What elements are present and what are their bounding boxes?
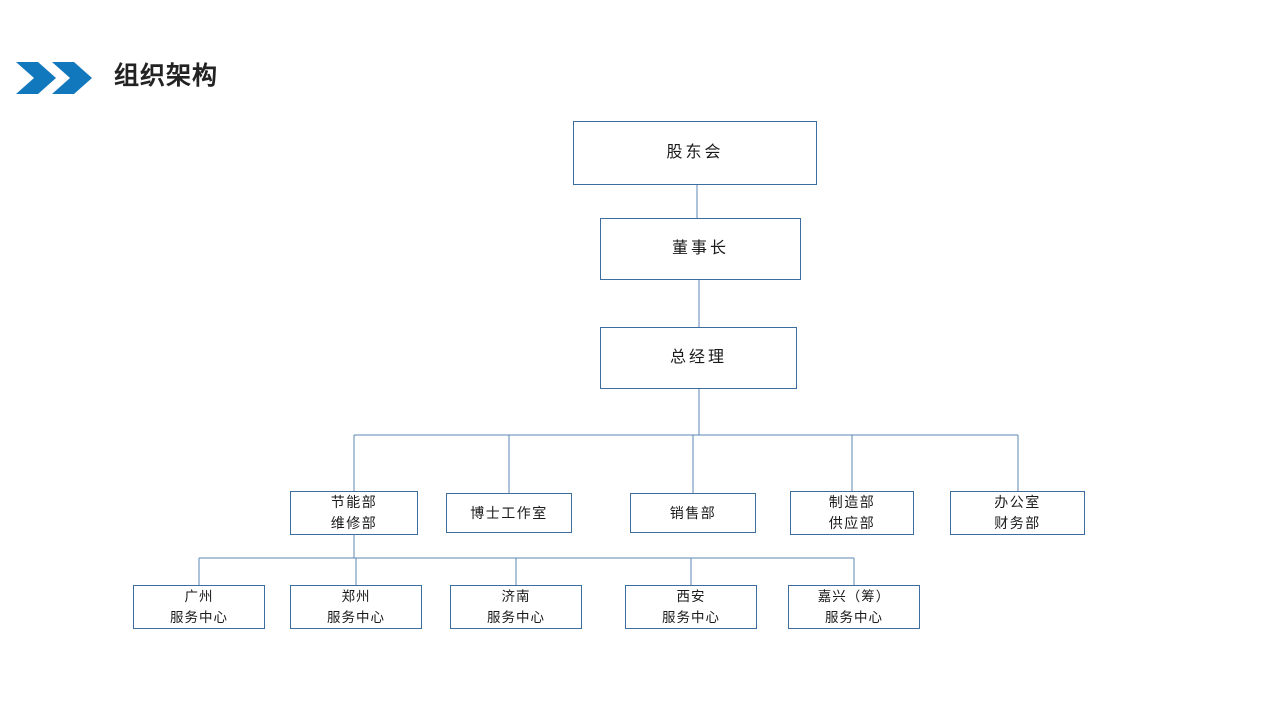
node-label-line1: 西安 — [676, 589, 706, 604]
node-label-line2: 服务中心 — [487, 610, 545, 625]
node-manufacturing-supply[interactable]: 制造部 供应部 — [790, 491, 914, 535]
node-office-finance[interactable]: 办公室 财务部 — [950, 491, 1085, 535]
node-label-line2: 服务中心 — [825, 610, 883, 625]
node-sales[interactable]: 销售部 — [630, 493, 756, 533]
node-guangzhou-center[interactable]: 广州 服务中心 — [133, 585, 265, 629]
node-label-line2: 供应部 — [828, 515, 876, 531]
node-label-line1: 制造部 — [828, 494, 876, 510]
node-label-line2: 维修部 — [330, 515, 378, 531]
node-energy-maintenance[interactable]: 节能部 维修部 — [290, 491, 418, 535]
node-label-line1: 济南 — [501, 589, 531, 604]
node-shareholders[interactable]: 股东会 — [573, 121, 817, 185]
node-label-line1: 总经理 — [669, 349, 727, 366]
node-jiaxing-center[interactable]: 嘉兴（筹） 服务中心 — [788, 585, 920, 629]
node-label-line2: 服务中心 — [662, 610, 720, 625]
node-label-line2: 财务部 — [994, 515, 1041, 531]
node-label-line1: 董事长 — [671, 240, 729, 257]
node-label-line2: 服务中心 — [170, 610, 228, 625]
node-chairman[interactable]: 董事长 — [600, 218, 801, 280]
node-zhengzhou-center[interactable]: 郑州 服务中心 — [290, 585, 422, 629]
node-label-line2: 服务中心 — [327, 610, 385, 625]
node-label-line1: 嘉兴（筹） — [817, 589, 891, 604]
page-title: 组织架构 — [114, 62, 219, 90]
node-label-line1: 股东会 — [666, 144, 724, 161]
page-header: 组织架构 — [0, 50, 1280, 110]
node-label-line1: 郑州 — [341, 589, 371, 604]
double-chevron-right-icon — [12, 58, 92, 103]
node-label-line1: 节能部 — [330, 494, 378, 510]
node-jinan-center[interactable]: 济南 服务中心 — [450, 585, 582, 629]
node-general-manager[interactable]: 总经理 — [600, 327, 797, 389]
node-label-line1: 广州 — [184, 589, 214, 604]
node-label-line1: 办公室 — [994, 494, 1041, 510]
node-label-line1: 销售部 — [669, 504, 717, 521]
node-doctor-studio[interactable]: 博士工作室 — [446, 493, 572, 533]
node-xian-center[interactable]: 西安 服务中心 — [625, 585, 757, 629]
node-label-line1: 博士工作室 — [470, 504, 548, 521]
